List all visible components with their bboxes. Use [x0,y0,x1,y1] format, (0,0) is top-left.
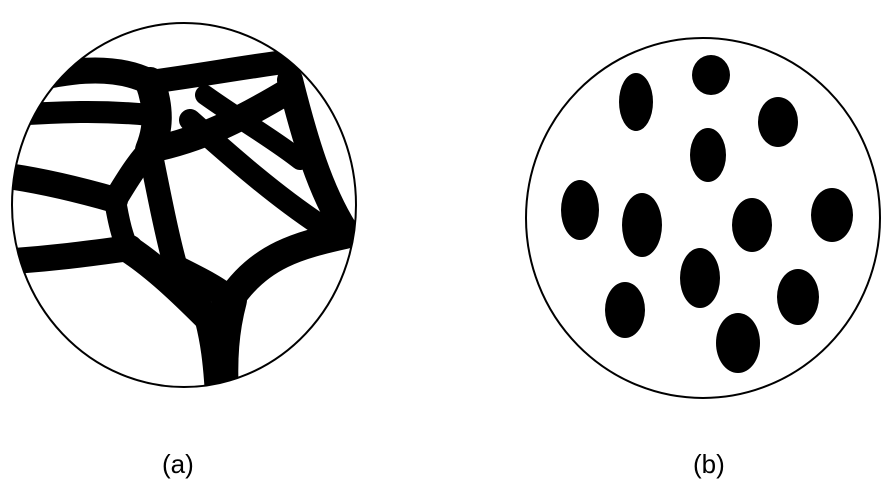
panel-b-caption: (b) [693,449,725,479]
dot [605,282,645,338]
panel-b-figure [520,0,885,410]
network-circle-diagram [0,0,370,400]
network-branch [10,112,150,115]
dot [758,97,798,147]
network-branch [20,70,150,82]
panel-a-figure [0,0,370,400]
dot [716,313,760,373]
network-branch [0,175,115,200]
panel-a-caption: (a) [162,449,194,479]
dot [622,193,662,257]
dot [561,180,599,240]
dot [811,188,853,242]
dot [680,248,720,308]
network-branch [150,56,330,82]
dot [732,198,772,252]
dots-circle-diagram [520,0,885,410]
dot [690,128,726,182]
dot [619,73,653,131]
dot [777,269,819,325]
dot [692,55,730,95]
network-branch [230,235,345,300]
